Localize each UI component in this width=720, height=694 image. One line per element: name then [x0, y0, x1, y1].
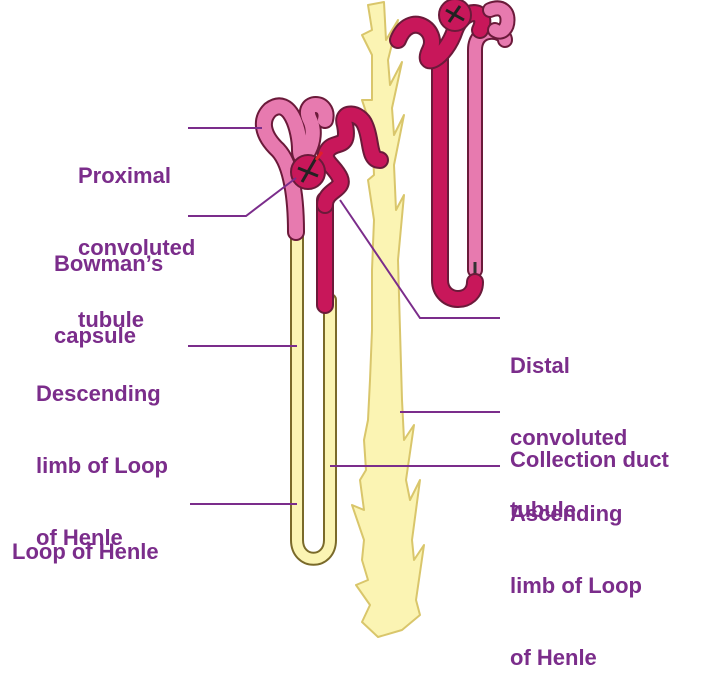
leader-bowmans — [188, 177, 297, 217]
label-descending: Descending limb of Loop of Henle — [36, 334, 168, 574]
label-distal-line1: Distal — [510, 353, 570, 378]
label-ascending-line1: Ascending — [510, 501, 623, 526]
label-descending-line3: of Henle — [36, 525, 123, 550]
label-ascending: Ascending limb of Loop of Henle — [510, 454, 642, 694]
upper-nephron — [389, 0, 516, 308]
label-bowmans-line2: capsule — [54, 323, 136, 348]
label-bowmans-line1: Bowman’s — [54, 251, 164, 276]
nephron-diagram — [188, 0, 516, 638]
label-proximal-line2: convoluted — [78, 235, 196, 260]
leader-distal — [339, 199, 500, 319]
leader-lines — [188, 127, 500, 505]
label-distal: Distal convoluted tubule — [510, 306, 627, 546]
collection-duct — [351, 1, 425, 638]
label-proximal-line3: tubule — [78, 307, 144, 332]
label-distal-line3: tubule — [510, 497, 576, 522]
label-loop-line1: Loop of Henle — [12, 539, 159, 564]
label-distal-line2: convoluted — [510, 425, 628, 450]
label-descending-line2: limb of Loop — [36, 453, 168, 478]
label-proximal: Proximal convoluted tubule — [78, 116, 195, 356]
label-collection: Collection duct — [510, 400, 669, 496]
lower-nephron — [254, 96, 389, 566]
label-collection-line1: Collection duct — [510, 447, 669, 472]
label-bowmans: Bowman’s capsule — [54, 204, 163, 372]
label-descending-line1: Descending — [36, 381, 161, 406]
label-proximal-line1: Proximal — [78, 163, 171, 188]
label-ascending-line2: limb of Loop — [510, 573, 642, 598]
label-loop: Loop of Henle — [12, 492, 159, 588]
